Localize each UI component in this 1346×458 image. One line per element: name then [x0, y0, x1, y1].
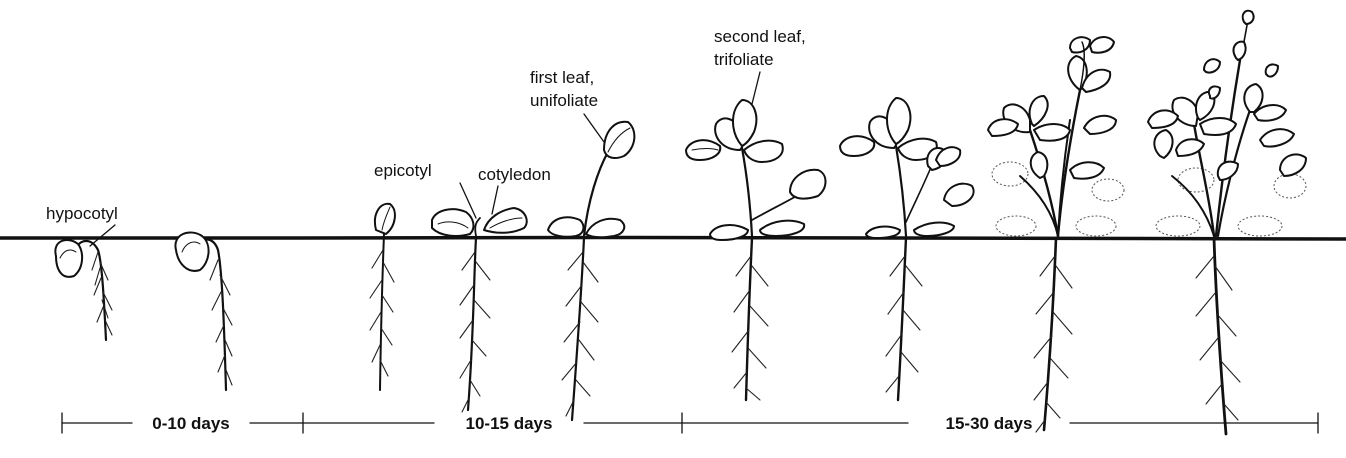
label-epicotyl: epicotyl	[374, 161, 432, 180]
seedling-3	[370, 204, 395, 390]
label-first-leaf-line2: unifoliate	[530, 91, 598, 110]
timeline: 0-10 days 10-15 days 15-30 days	[62, 413, 1318, 433]
label-cotyledon: cotyledon	[478, 165, 551, 184]
seedling-1	[55, 240, 112, 340]
plant-9	[1148, 11, 1306, 434]
label-first-leaf-line1: first leaf,	[530, 68, 594, 87]
seedling-1-roots	[92, 252, 112, 335]
cotyledon-leader	[492, 186, 498, 214]
seedling-5	[548, 122, 634, 420]
second-leaf-leader	[752, 72, 760, 104]
timeline-label-10-15: 10-15 days	[466, 414, 553, 433]
plant-7	[840, 98, 974, 400]
label-second-leaf-line2: trifoliate	[714, 50, 774, 69]
first-leaf-leader	[584, 114, 604, 142]
hypocotyl-leader	[90, 225, 115, 246]
plant-6	[686, 100, 826, 400]
timeline-label-15-30: 15-30 days	[946, 414, 1033, 433]
seedling-2	[175, 232, 232, 390]
seedling-5-roots	[562, 252, 598, 416]
label-second-leaf-line1: second leaf,	[714, 27, 806, 46]
plant-8	[988, 37, 1124, 432]
label-hypocotyl: hypocotyl	[46, 204, 118, 223]
timeline-label-0-10: 0-10 days	[152, 414, 230, 433]
plant-9-roots	[1196, 256, 1240, 420]
